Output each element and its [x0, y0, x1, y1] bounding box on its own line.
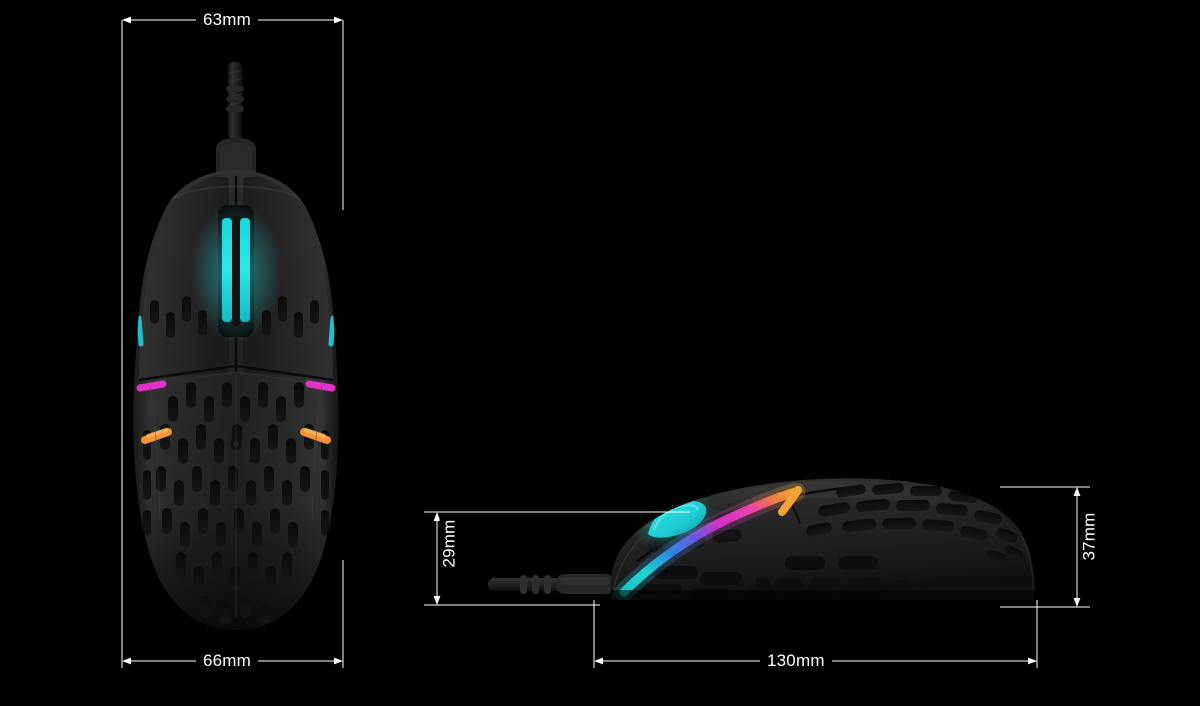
side-view-cable [488, 574, 618, 594]
rgb-accent-orange-left [141, 428, 172, 444]
side-honeycomb-vents [806, 483, 1024, 564]
rgb-accent-magenta-left [136, 380, 167, 392]
rgb-accent-orange-right [300, 428, 331, 444]
dimension-label-29mm: 29mm [439, 513, 459, 574]
dimension-label-37mm: 37mm [1079, 506, 1099, 567]
dimension-label-63mm: 63mm [196, 10, 259, 29]
rgb-strip-orange-tip [778, 486, 802, 516]
rgb-strip [619, 487, 801, 597]
scroll-wheel-glow-right [240, 218, 250, 322]
scroll-wheel-glow-left [222, 218, 232, 322]
rgb-accent-cyan-left [136, 315, 144, 347]
scroll-wheel [232, 216, 240, 326]
rgb-accent-cyan-right [328, 315, 336, 347]
dimension-label-130mm: 130mm [760, 651, 832, 670]
rgb-accent-magenta-right [305, 380, 336, 392]
dimension-label-66mm: 66mm [196, 651, 259, 670]
side-scroll-wheel [648, 500, 707, 538]
